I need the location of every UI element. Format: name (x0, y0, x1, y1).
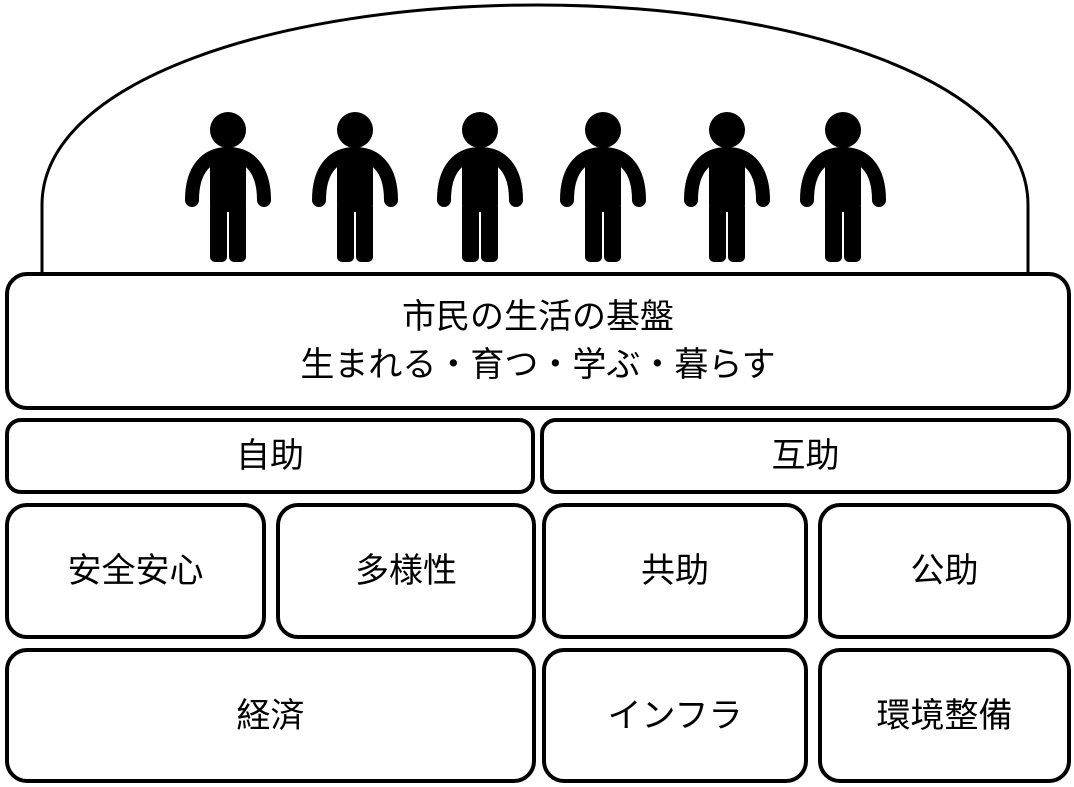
diversity-box: 多様性 (276, 503, 536, 639)
person-icon (559, 112, 647, 262)
foundation-title: 市民の生活の基盤 (402, 297, 674, 337)
cooperative-help-box: 共助 (542, 503, 808, 639)
safety-label: 安全安心 (67, 551, 204, 591)
infrastructure-box: インフラ (542, 648, 808, 783)
person-icon (799, 112, 887, 262)
safety-box: 安全安心 (5, 503, 266, 639)
cooperative-help-label: 共助 (641, 551, 709, 591)
mutual-help-label: 互助 (771, 436, 840, 476)
public-help-label: 公助 (910, 551, 979, 591)
environment-label: 環境整備 (876, 695, 1013, 736)
infrastructure-label: インフラ (607, 695, 743, 736)
person-icon (436, 112, 524, 262)
self-help-label: 自助 (236, 436, 304, 476)
environment-box: 環境整備 (818, 648, 1071, 783)
foundation-subtitle: 生まれる・育つ・学ぶ・暮らす (300, 345, 776, 385)
dome-arch (40, 3, 1030, 276)
self-help-box: 自助 (5, 418, 535, 494)
economy-label: 経済 (236, 695, 305, 736)
person-icon (184, 112, 272, 262)
mutual-help-box: 互助 (540, 418, 1071, 494)
economy-box: 経済 (5, 648, 536, 783)
foundation-box: 市民の生活の基盤 生まれる・育つ・学ぶ・暮らす (5, 272, 1071, 410)
public-help-box: 公助 (818, 503, 1071, 639)
person-icon (683, 112, 771, 262)
diversity-label: 多様性 (355, 551, 457, 591)
person-icon (311, 112, 399, 262)
